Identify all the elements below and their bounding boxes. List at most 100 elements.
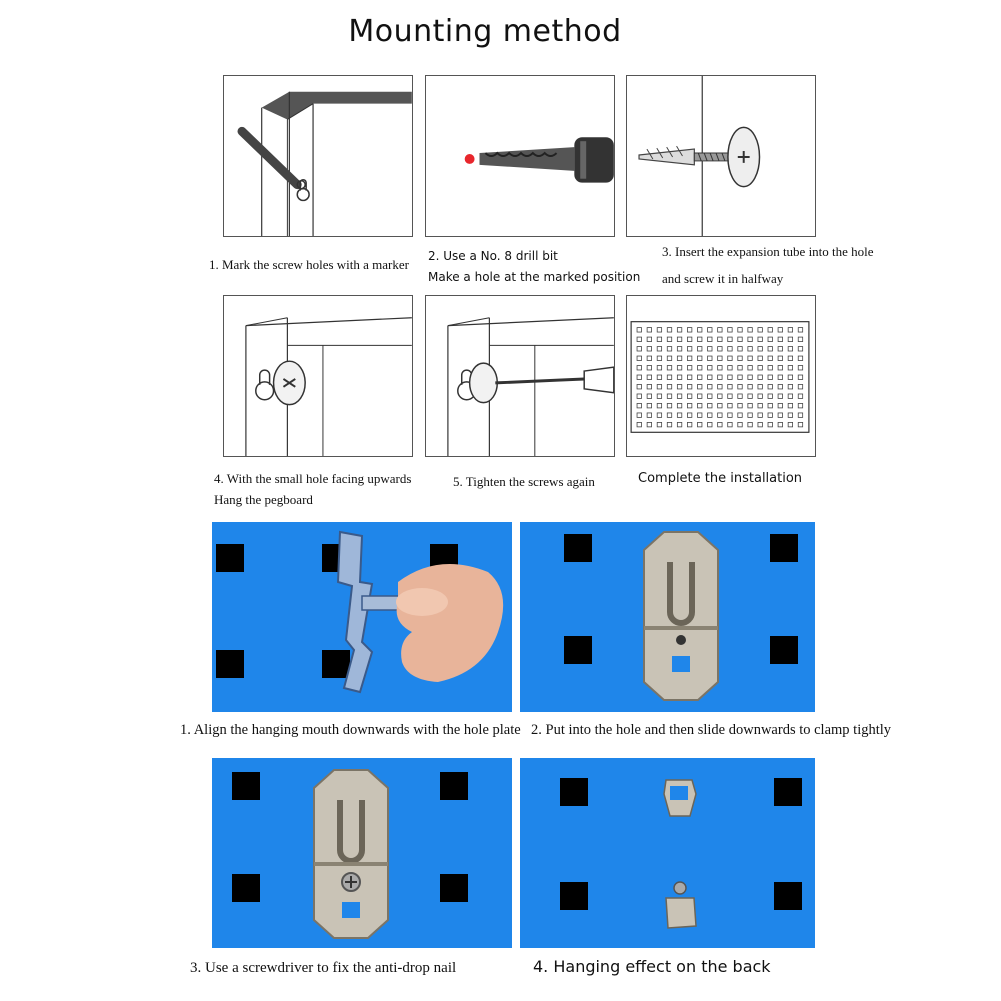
pegboard-hole: [747, 346, 753, 352]
pegboard-hole: [656, 374, 663, 380]
pegboard-hole: [727, 346, 733, 352]
pegboard-hole: [767, 365, 773, 371]
caption-line: 1. Mark the screw holes with a marker: [209, 257, 409, 272]
pegboard-hole: [676, 384, 683, 390]
pegboard-hole: [687, 365, 693, 371]
pegboard-hole: [757, 355, 763, 361]
pegboard-hole: [687, 393, 693, 399]
pegboard-hole: [697, 355, 703, 361]
pegboard-hole: [717, 422, 723, 428]
pegboard-hole: [636, 365, 642, 371]
photo-slide-hook: [520, 522, 815, 712]
pegboard-hole: [787, 336, 793, 342]
pegboard-hole: [636, 355, 642, 361]
pegboard-hole: [757, 393, 763, 399]
pegboard-hole: [666, 336, 673, 342]
pegboard-hole: [687, 374, 693, 380]
pegboard-hole: [656, 336, 663, 342]
pegboard-hole: [777, 393, 783, 399]
pegboard-hole: [747, 384, 753, 390]
pegboard-hole: [777, 374, 783, 380]
pegboard-hole: [797, 365, 804, 371]
step-4-caption: 4. With the small hole facing upwards Ha…: [214, 468, 411, 510]
pegboard-hole: [777, 355, 783, 361]
pegboard-hole: [747, 393, 753, 399]
pegboard-hole: [787, 346, 793, 352]
pegboard-hole: [687, 422, 693, 428]
pegboard-hole: [787, 384, 793, 390]
pegboard-hole: [737, 346, 743, 352]
pegboard-hole: [717, 327, 723, 333]
pegboard-hole: [757, 374, 763, 380]
pegboard-hole: [737, 336, 743, 342]
pegboard-hole: [646, 384, 652, 390]
pegboard-hole: [757, 365, 763, 371]
pegboard-hole: [636, 393, 642, 399]
pegboard-hole: [717, 346, 723, 352]
pegboard-hole: [717, 384, 723, 390]
pegboard-hole: [717, 393, 723, 399]
pegboard-hole: [727, 422, 733, 428]
photo-step-3-caption: 3. Use a screwdriver to fix the anti-dro…: [190, 960, 457, 976]
pegboard-hole: [727, 412, 733, 418]
pegboard-hole: [676, 422, 683, 428]
pegboard-hole: [787, 365, 793, 371]
pegboard-hole: [707, 327, 713, 333]
pegboard-hole: [737, 393, 743, 399]
pegboard-hole: [676, 336, 683, 342]
pegboard-hole: [707, 346, 713, 352]
complete-caption: Complete the installation: [638, 468, 802, 489]
pegboard-hole: [666, 355, 673, 361]
step-2-diagram: [425, 75, 615, 237]
pegboard-hole: [666, 327, 673, 333]
pegboard-hole: [676, 374, 683, 380]
step-3-diagram: [626, 75, 816, 237]
pegboard-hole: [757, 346, 763, 352]
pegboard-hole: [797, 327, 804, 333]
pegboard-hole: [737, 365, 743, 371]
pegboard-hole: [646, 355, 652, 361]
complete-diagram: [626, 295, 816, 457]
hang-pegboard-illustration: [245, 317, 412, 456]
pegboard-hole: [666, 374, 673, 380]
pegboard-hole: [797, 355, 804, 361]
pegboard-hole: [767, 355, 773, 361]
step-3-caption: 3. Insert the expansion tube into the ho…: [662, 238, 874, 292]
step-1-caption: 1. Mark the screw holes with a marker: [209, 254, 409, 275]
pegboard-hole: [697, 422, 703, 428]
caption-line: 2. Use a No. 8 drill bit: [428, 249, 558, 263]
pegboard-hole: [767, 374, 773, 380]
pegboard-hole: [656, 403, 663, 409]
pegboard-hole: [646, 327, 652, 333]
pegboard-hole: [697, 384, 703, 390]
pegboard-hole: [787, 355, 793, 361]
pegboard-hole: [797, 422, 804, 428]
pegboard-hole: [636, 422, 642, 428]
pegboard-hole: [767, 346, 773, 352]
pegboard-hole: [666, 393, 673, 399]
pegboard-hole: [797, 336, 804, 342]
pegboard-hole: [636, 403, 642, 409]
pegboard-hole: [646, 422, 652, 428]
pegboard-hole: [707, 355, 713, 361]
pegboard-hole: [717, 355, 723, 361]
step-5-diagram: [425, 295, 615, 457]
pegboard-hole: [707, 374, 713, 380]
pegboard-hole: [666, 422, 673, 428]
pegboard-hole: [707, 384, 713, 390]
pegboard-hole: [737, 327, 743, 333]
pegboard-hole: [697, 393, 703, 399]
marker-illustration: [237, 91, 412, 236]
pegboard-hole: [636, 384, 642, 390]
caption-line: Complete the installation: [638, 471, 803, 486]
caption-line: Make a hole at the marked position: [428, 270, 641, 284]
pegboard-hole: [646, 412, 652, 418]
pegboard-hole: [636, 412, 642, 418]
pegboard-hole: [676, 403, 683, 409]
pegboard-hole: [757, 403, 763, 409]
pegboard-hole: [727, 374, 733, 380]
pegboard-hole: [656, 393, 663, 399]
pegboard-hole: [787, 403, 793, 409]
pegboard-hole: [787, 422, 793, 428]
pegboard-hole: [737, 384, 743, 390]
